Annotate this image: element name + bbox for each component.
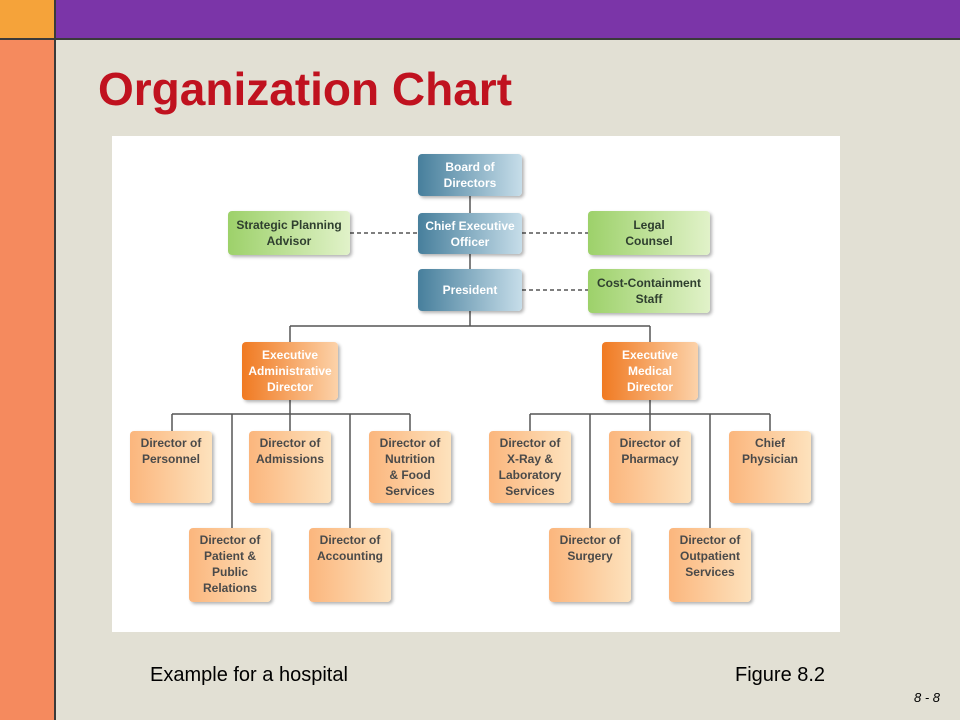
page-number: 8 - 8 <box>913 690 940 705</box>
director-admissions-box: Director of Admissions <box>249 431 331 503</box>
executive-administrative-director-box: Executive Administrative Director <box>242 342 338 400</box>
president-box: President <box>418 269 522 311</box>
director-accounting-box: Director of Accounting <box>309 528 391 602</box>
left-accent-bar <box>0 0 56 720</box>
org-chart: Board of Directors Chief Executive Offic… <box>112 136 840 632</box>
director-personnel-box: Director of Personnel <box>130 431 212 503</box>
top-accent-bar <box>56 0 960 40</box>
chief-physician-box: Chief Physician <box>729 431 811 503</box>
director-outpatient-box: Director of Outpatient Services <box>669 528 751 602</box>
board-of-directors-box: Board of Directors <box>418 154 522 196</box>
director-surgery-box: Director of Surgery <box>549 528 631 602</box>
cost-containment-staff-box: Cost-Containment Staff <box>588 269 710 313</box>
executive-medical-director-box: Executive Medical Director <box>602 342 698 400</box>
caption-figure-number: Figure 8.2 <box>735 664 826 686</box>
director-nutrition-box: Director of Nutrition & Food Services <box>369 431 451 503</box>
director-patient-relations-box: Director of Patient & Public Relations <box>189 528 271 602</box>
connector-lines <box>171 196 771 528</box>
director-xray-lab-box: Director of X-Ray & Laboratory Services <box>489 431 571 503</box>
corner-accent <box>0 0 56 40</box>
legal-counsel-box: Legal Counsel <box>588 211 710 255</box>
page-title: Organization Chart <box>98 63 513 115</box>
ceo-box: Chief Executive Officer <box>418 213 522 254</box>
director-pharmacy-box: Director of Pharmacy <box>609 431 691 503</box>
caption-left: Example for a hospital <box>150 664 348 686</box>
strategic-planning-advisor-box: Strategic Planning Advisor <box>228 211 350 255</box>
